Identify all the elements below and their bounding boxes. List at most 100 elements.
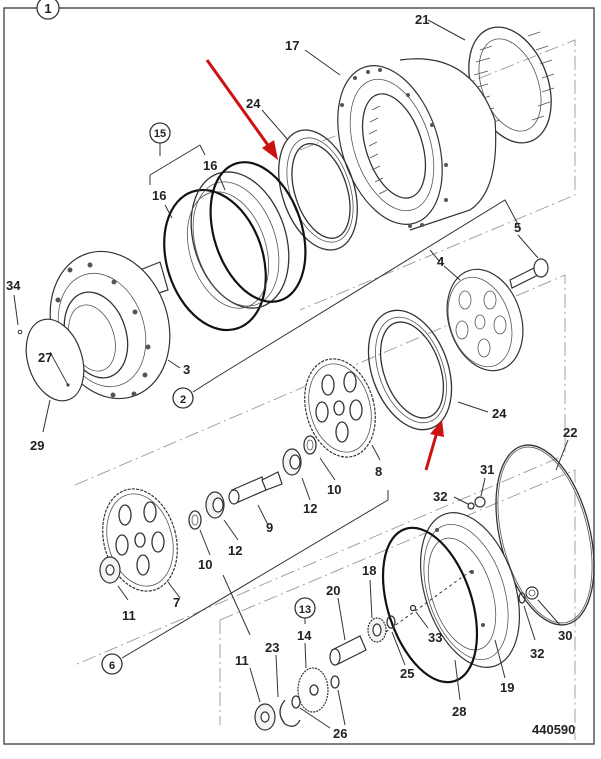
leader-32-lower <box>523 605 536 641</box>
label-17: 17 <box>285 38 299 53</box>
part-22-snap-ring <box>495 444 595 626</box>
leader-21 <box>427 19 466 41</box>
label-4: 4 <box>437 254 445 269</box>
callout-1-text: 1 <box>44 1 51 16</box>
highlight-arrow-lower <box>424 420 444 471</box>
callout-2: 2 <box>172 387 194 409</box>
leader-14 <box>304 642 307 669</box>
label-23: 23 <box>265 640 279 655</box>
label-27: 27 <box>38 350 52 365</box>
part-23-circlip <box>279 699 301 727</box>
part-18-sun-gear <box>367 617 387 643</box>
part-32-o-ring-upper <box>467 502 475 510</box>
part-11-bearing-upper <box>99 556 121 584</box>
label-30: 30 <box>558 628 572 643</box>
leader-24-upper <box>261 109 289 141</box>
label-24-upper: 24 <box>246 96 261 111</box>
part-12-bearing-left <box>205 491 225 519</box>
leader-20 <box>337 597 346 641</box>
label-16-left: 16 <box>152 188 166 203</box>
leader-9 <box>257 504 269 526</box>
part-31-plug <box>474 496 486 508</box>
label-9: 9 <box>266 520 273 535</box>
part-30-plug <box>525 586 539 600</box>
callout-2-text: 2 <box>180 394 186 406</box>
highlight-arrow-upper <box>205 59 278 160</box>
part-14-gear <box>297 667 329 713</box>
label-11-lower: 11 <box>235 653 249 668</box>
leader-19 <box>494 639 506 679</box>
part-17-hub-housing <box>337 58 497 231</box>
label-12-right: 12 <box>303 501 317 516</box>
part-9-planet-shaft <box>228 471 283 505</box>
callout-15: 15 <box>149 122 171 144</box>
part-33-pin <box>409 604 417 612</box>
lower-assembly-frame <box>219 469 576 740</box>
label-32-lower: 32 <box>530 646 544 661</box>
label-10-left: 10 <box>198 557 212 572</box>
part-12-bearing-right <box>282 448 302 476</box>
diagram-frame <box>3 7 595 745</box>
label-33: 33 <box>428 630 442 645</box>
label-22: 22 <box>563 425 577 440</box>
leader-5 <box>517 234 539 259</box>
leader-12-left <box>223 519 239 541</box>
label-8: 8 <box>375 464 382 479</box>
leader-4 <box>443 265 461 281</box>
label-19: 19 <box>500 680 514 695</box>
label-31: 31 <box>480 462 494 477</box>
part-4-planet-carrier <box>446 268 524 372</box>
part-34-screw <box>17 329 23 335</box>
leader-26 <box>299 689 346 729</box>
leader-22 <box>555 439 569 471</box>
label-29: 29 <box>30 438 44 453</box>
leader-12-right <box>301 477 311 501</box>
figure-number: 440590 <box>532 722 575 737</box>
part-32-o-ring-lower <box>518 592 526 604</box>
part-11-bearing-lower <box>254 703 276 731</box>
label-21: 21 <box>415 12 429 27</box>
part-16-seal-pair <box>163 161 307 332</box>
part-28-gasket <box>381 526 479 684</box>
part-25-o-ring <box>386 615 396 629</box>
leader-7 <box>167 581 181 599</box>
part-5-bolt <box>509 258 549 289</box>
leader-10-right <box>319 457 336 481</box>
label-12-left: 12 <box>228 543 242 558</box>
label-14: 14 <box>297 628 312 643</box>
leader-17 <box>304 49 341 76</box>
label-3: 3 <box>183 362 190 377</box>
leader-3 <box>167 359 181 369</box>
part-26-spacer-right <box>330 675 340 689</box>
callout-13-text: 13 <box>299 604 311 616</box>
label-28: 28 <box>452 704 466 719</box>
leader-32-upper <box>453 496 469 505</box>
group-15-bracket <box>149 143 206 185</box>
part-8-planet-gear <box>304 358 376 458</box>
leader-29 <box>42 399 51 433</box>
part-10-washer-left <box>188 510 202 530</box>
label-18: 18 <box>362 563 376 578</box>
leader-8 <box>371 444 381 461</box>
label-34: 34 <box>6 278 21 293</box>
callout-1: 1 <box>36 0 60 20</box>
callout-6-text: 6 <box>109 660 115 672</box>
leader-33 <box>415 611 429 629</box>
label-26: 26 <box>333 726 347 741</box>
leader-11-lower-b <box>249 667 261 703</box>
leader-16-left <box>164 204 173 219</box>
part-7-planet-gear <box>102 488 178 592</box>
part-26-spacer-left <box>291 695 301 709</box>
label-24-lower: 24 <box>492 406 507 421</box>
part-29-cover-plate <box>25 318 85 402</box>
leader-24-lower <box>457 401 489 413</box>
callout-13: 13 <box>294 597 316 619</box>
leader-31 <box>480 477 486 497</box>
label-10-right: 10 <box>327 482 341 497</box>
label-16-right: 16 <box>203 158 217 173</box>
leader-23 <box>275 654 279 698</box>
part-24-seal-lower <box>367 309 453 431</box>
label-11-upper: 11 <box>122 608 136 623</box>
